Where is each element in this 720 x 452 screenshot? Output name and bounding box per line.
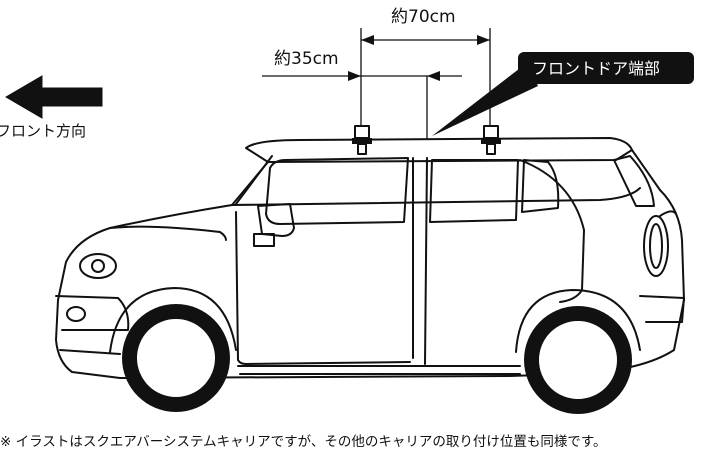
- rear-bumper: [639, 295, 685, 323]
- callout-pointer: [432, 62, 538, 136]
- front-window: [265, 157, 409, 225]
- rear-door-front-edge: [424, 157, 428, 365]
- headlight: [79, 253, 117, 279]
- rear-wheel-arch: [515, 289, 641, 353]
- footnote: ※ イラストはスクエアバーシステムキャリアですが、その他のキャリアの取り付け位置…: [0, 434, 607, 450]
- quarter-window: [521, 159, 560, 213]
- front-wheel-rim: [135, 317, 217, 399]
- front-door-edge-callout: フロントドア端部: [432, 52, 694, 136]
- fog-light: [66, 306, 86, 322]
- body-outline: [55, 149, 685, 379]
- belt-line: [231, 187, 641, 206]
- callout-box: [518, 52, 694, 84]
- headlight-inner: [91, 259, 105, 273]
- dim-arrowhead-right-icon: [477, 35, 490, 45]
- rear-door-outline: [519, 159, 585, 303]
- front-lower-trim: [59, 349, 121, 355]
- side-mirror: [257, 203, 295, 237]
- rear-wheel-rim: [537, 319, 619, 401]
- arrow-left-icon: [5, 75, 103, 119]
- dim-arrowhead-right-icon: [348, 71, 361, 81]
- rear-lamp-inner: [649, 223, 663, 269]
- front-bumper: [55, 295, 130, 331]
- vehicle-side-view: [55, 125, 685, 414]
- dim-arrowhead-left-icon: [361, 35, 374, 45]
- carrier-foot-rear: [481, 125, 501, 155]
- roof-rail: [245, 137, 633, 163]
- dimension-35cm: 約35cm: [262, 49, 462, 140]
- dimension-70cm: 約70cm: [360, 7, 491, 125]
- rear-lamp: [643, 215, 669, 277]
- rear-quarter-glass: [613, 155, 655, 207]
- a-pillar: [235, 155, 273, 205]
- dim-label-35cm: 約35cm: [274, 49, 339, 69]
- front-wheel-arch: [109, 287, 237, 353]
- rear-door-window: [429, 159, 519, 223]
- front-door-outline: [235, 211, 411, 365]
- callout-label: フロントドア端部: [532, 59, 660, 78]
- hood-line: [109, 225, 227, 241]
- mirror-stem: [253, 233, 275, 247]
- rear-corner-line: [659, 210, 677, 217]
- carrier-foot-front: [352, 125, 372, 155]
- dim-arrowhead-left-icon: [427, 71, 440, 81]
- dim-label-70cm: 約70cm: [391, 7, 456, 27]
- front-direction-indicator: フロント方向: [0, 75, 103, 140]
- front-direction-label: フロント方向: [0, 122, 86, 140]
